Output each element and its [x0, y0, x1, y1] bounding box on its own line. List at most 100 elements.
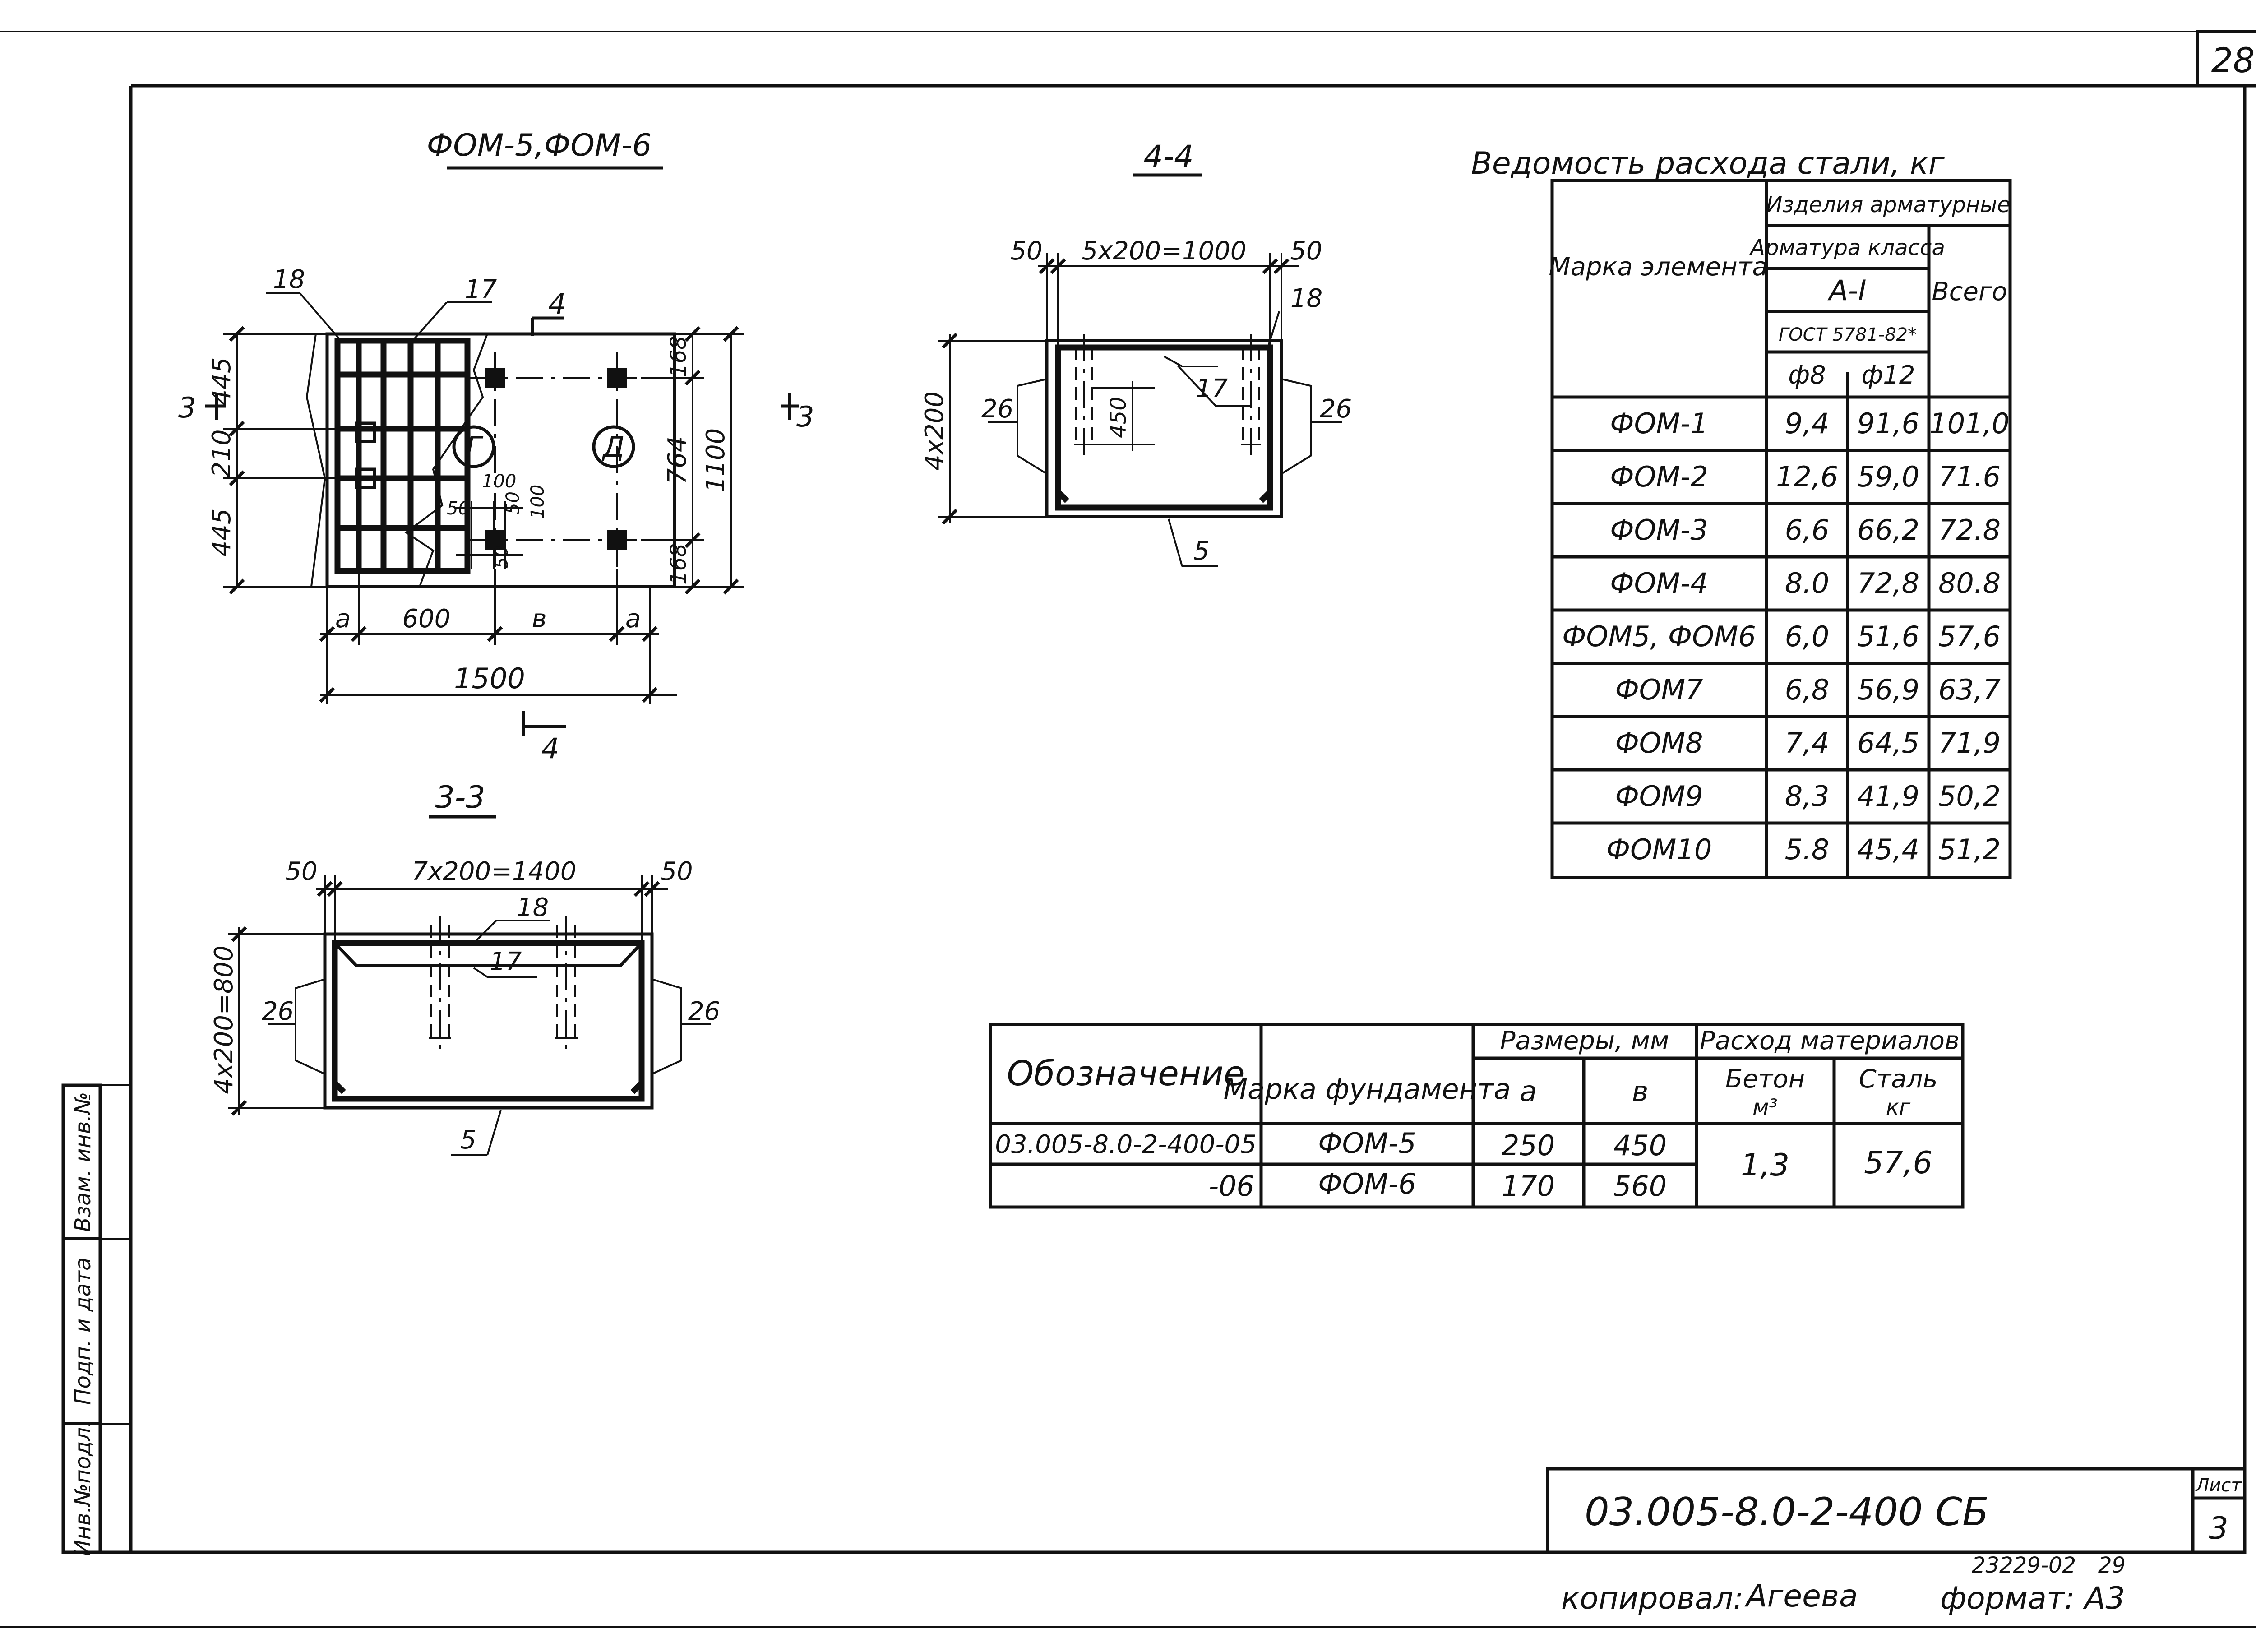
spec-row2-b: 560 — [1613, 1170, 1667, 1203]
section-4-4-drawing — [938, 253, 1342, 567]
s44-dim-inner: 450 — [1106, 397, 1131, 438]
main-dims-right — [641, 326, 744, 595]
steel-hdr-gost: ГОСТ 5781-82* — [1779, 324, 1917, 345]
steel-row-8-mark: ФОМ9 — [1615, 780, 1703, 813]
section-4-4-title: 4-4 — [1143, 139, 1193, 175]
steel-row-8-d12: 41,9 — [1857, 780, 1919, 813]
s33-callout-5: 5 — [460, 1125, 476, 1155]
steel-row-5-d8: 6,0 — [1785, 620, 1830, 653]
dim-left-445-top: 445 — [207, 357, 236, 406]
steel-row-7-mark: ФОМ8 — [1615, 727, 1703, 759]
s44-callout-5: 5 — [1193, 537, 1210, 566]
s44-dim-top-right: 50 — [1290, 236, 1322, 266]
spec-row2-a: 170 — [1502, 1170, 1555, 1203]
s44-callout-26-left: 26 — [981, 394, 1013, 424]
steel-hdr-mark: Марка элемента — [1549, 252, 1767, 282]
steel-row-9-total: 51,2 — [1938, 833, 2001, 866]
s44-dim-left: 4x200 — [920, 391, 949, 471]
main-cut4-bottom: 4 — [541, 732, 559, 765]
spec-hdr-steel: Сталь — [1859, 1064, 1938, 1094]
steel-row-5-mark: ФОМ5, ФОМ6 — [1562, 620, 1756, 653]
dim-right-168-top: 168 — [666, 336, 691, 377]
steel-row-2-total: 71.6 — [1938, 460, 2001, 493]
steel-row-4-d8: 8.0 — [1785, 567, 1830, 600]
main-view-leaders — [205, 292, 799, 736]
main-cut3-right: 3 — [796, 400, 814, 433]
dim-right-1100: 1100 — [701, 428, 730, 493]
steel-row-1-d8: 9,4 — [1785, 407, 1830, 440]
bolt-dim-50-vert: 50 — [503, 491, 523, 514]
sheet-frame — [0, 30, 2256, 1628]
steel-row-6-total: 63,7 — [1938, 673, 2001, 706]
spec-hdr-size-a: a — [1520, 1075, 1537, 1108]
title-block-code: 03.005-8.0-2-400 СБ — [1585, 1490, 1989, 1535]
main-callout-17: 17 — [465, 275, 497, 304]
spec-row1-designation: 03.005-8.0-2-400-05 — [995, 1130, 1257, 1159]
steel-row-4-d12: 72,8 — [1857, 567, 1919, 600]
s33-dim-top-right: 50 — [661, 857, 693, 886]
main-cut4-top: 4 — [548, 287, 566, 320]
dim-left-210: 210 — [207, 430, 236, 478]
steel-hdr-group: Изделия арматурные — [1766, 192, 2010, 217]
steel-row-2-d8: 12,6 — [1776, 460, 1838, 493]
dim-bottom-a-left: a — [335, 604, 351, 634]
steel-table-title: Ведомость расхода стали, кг — [1471, 146, 1945, 181]
steel-row-8-d8: 8,3 — [1785, 780, 1830, 813]
steel-row-3-d12: 66,2 — [1857, 514, 1919, 546]
dim-right-168-bottom: 168 — [666, 543, 691, 585]
s44-callout-18: 18 — [1290, 284, 1322, 313]
spec-table-grid — [989, 1023, 1965, 1209]
steel-hdr-total: Всего — [1932, 277, 2007, 306]
spec-row2-mark: ФОМ-6 — [1318, 1167, 1416, 1200]
side-stamp — [61, 1083, 131, 1554]
s44-dim-top-mid: 5x200=1000 — [1082, 236, 1246, 266]
bolt-dim-50-left: 50 — [447, 498, 470, 519]
steel-row-1-d12: 91,6 — [1857, 407, 1919, 440]
bolt-dim-50-bottom: 50 — [491, 546, 512, 569]
s44-dim-top-left: 50 — [1010, 236, 1042, 266]
steel-row-6-mark: ФОМ7 — [1615, 673, 1703, 706]
spec-hdr-concrete-unit: м³ — [1752, 1095, 1777, 1120]
section-3-3-drawing — [228, 875, 711, 1156]
steel-hdr-d12: ф12 — [1861, 361, 1915, 390]
spec-hdr-concrete: Бетон — [1725, 1064, 1805, 1094]
steel-row-1-total: 101,0 — [1929, 407, 2010, 440]
s33-callout-26-right: 26 — [688, 997, 720, 1026]
s44-callout-26-right: 26 — [1320, 394, 1352, 424]
steel-row-9-mark: ФОМ10 — [1606, 833, 1712, 866]
footer-copied-label: копировал: — [1561, 1581, 1743, 1616]
dim-bottom-600: 600 — [402, 604, 451, 634]
steel-row-2-d12: 59,0 — [1857, 460, 1919, 493]
bolt-dim-100-right: 100 — [527, 485, 548, 519]
steel-row-4-mark: ФОМ-4 — [1610, 567, 1708, 600]
s33-callout-18: 18 — [517, 893, 549, 922]
footer-copier-signature: Агеева — [1744, 1578, 1858, 1614]
steel-row-7-d12: 64,5 — [1857, 727, 1919, 759]
axis-g-label: Г — [466, 430, 484, 463]
dim-bottom-b: в — [532, 604, 546, 634]
title-block-sheet-number: 3 — [2209, 1511, 2228, 1546]
spec-hdr-foundation-mark: Марка фундамента — [1224, 1073, 1511, 1106]
main-view-title: ФОМ-5,ФОМ-6 — [427, 128, 652, 163]
stamp-inv-orig: Инв.№подл. — [70, 1421, 96, 1556]
main-bolt-dims — [456, 501, 523, 569]
steel-row-3-d8: 6,6 — [1785, 514, 1830, 546]
spec-row1-a: 250 — [1502, 1129, 1555, 1162]
steel-table-grid — [1550, 179, 2012, 879]
steel-hdr-armatura: Арматура класса — [1749, 235, 1945, 260]
s33-dim-left: 4x200=800 — [209, 945, 239, 1094]
steel-row-8-total: 50,2 — [1938, 780, 2001, 813]
spec-concrete-value: 1,3 — [1741, 1148, 1789, 1183]
stamp-sign-date: Подп. и дата — [70, 1258, 96, 1405]
main-dims-bottom — [319, 569, 677, 704]
title-block-grid — [1546, 1467, 2247, 1554]
spec-row1-mark: ФОМ-5 — [1318, 1127, 1416, 1160]
steel-row-1-mark: ФОМ-1 — [1610, 407, 1708, 440]
spec-hdr-designation: Обозначение — [1007, 1053, 1244, 1093]
s33-callout-26-left: 26 — [262, 997, 294, 1026]
bolt-dim-100-top: 100 — [482, 471, 516, 492]
steel-hdr-class: A-I — [1827, 274, 1866, 307]
stamp-inv-replace: Взам. инв.№ — [70, 1092, 96, 1232]
